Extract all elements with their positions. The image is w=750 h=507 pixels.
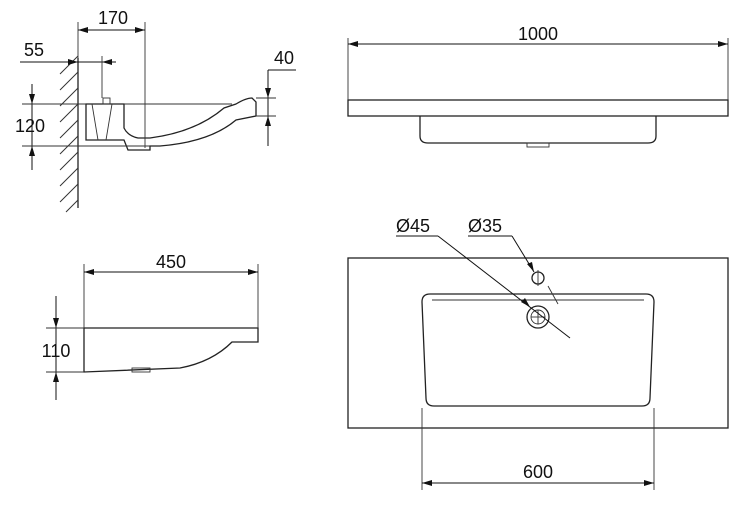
dim-label-55: 55 — [24, 40, 44, 60]
arrowhead — [68, 59, 78, 65]
arrowhead — [248, 269, 258, 275]
plan-bowl — [421, 293, 655, 407]
arrowhead — [644, 480, 654, 486]
arrowhead — [29, 94, 35, 104]
arrowhead — [265, 88, 271, 98]
side-elevation-drain — [131, 367, 151, 373]
plan-outline — [347, 257, 729, 429]
arrowhead — [527, 262, 534, 272]
arrowhead — [135, 27, 145, 33]
dim-label-120: 120 — [15, 116, 45, 136]
side-basin-profile — [85, 97, 257, 151]
dim-label-45: Ø45 — [396, 216, 430, 236]
side-elevation-view: 450 110 — [42, 252, 259, 400]
arrowhead — [521, 298, 530, 307]
dim-label-170: 170 — [98, 8, 128, 28]
wall-hatching — [59, 55, 79, 213]
front-rim — [347, 99, 729, 117]
dim-label-600: 600 — [523, 462, 553, 482]
arrowhead — [78, 27, 88, 33]
arrowhead — [53, 318, 59, 328]
arrowhead — [422, 480, 432, 486]
front-bowl — [419, 116, 657, 144]
side-section-view: 170 55 120 40 — [15, 8, 296, 213]
arrowhead — [102, 59, 112, 65]
arrowhead — [53, 372, 59, 382]
front-drain — [526, 142, 550, 148]
overflow-slot — [102, 97, 111, 105]
side-elevation-body — [83, 327, 259, 373]
front-elevation-view: 1000 — [347, 24, 729, 148]
arrowhead — [84, 269, 94, 275]
drain-outer-circle — [526, 305, 550, 329]
dim-label-1000: 1000 — [518, 24, 558, 44]
arrowhead — [29, 146, 35, 156]
leader-45 — [437, 235, 571, 339]
dim-label-110: 110 — [42, 341, 71, 361]
overflow-channel — [91, 103, 113, 141]
arrowhead — [265, 116, 271, 126]
arrowhead — [718, 41, 728, 47]
dim-label-40: 40 — [274, 48, 294, 68]
arrowhead — [348, 41, 358, 47]
dim-label-35: Ø35 — [468, 216, 502, 236]
top-plan-view: Ø45 Ø35 600 — [347, 216, 729, 490]
dim-label-450: 450 — [156, 252, 186, 272]
